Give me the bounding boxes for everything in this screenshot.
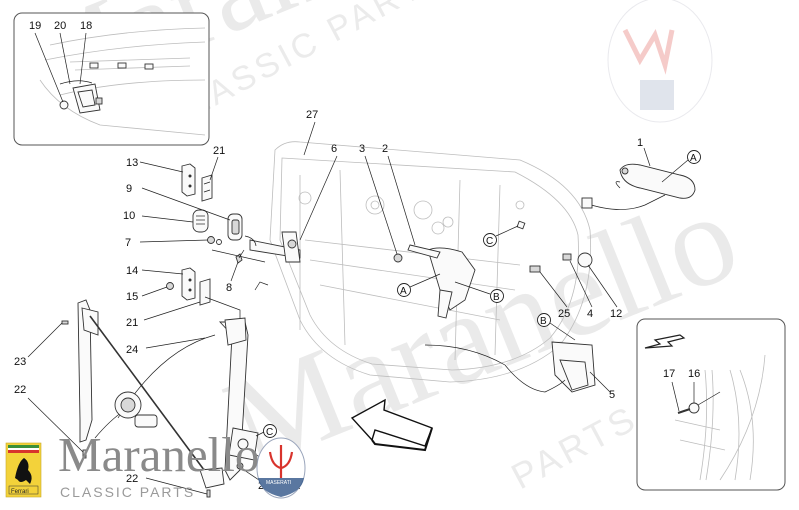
- callout-18: 18: [80, 20, 92, 32]
- ref-marker-a-lock: A: [397, 283, 411, 297]
- maranello-logo: Maranello: [58, 427, 260, 482]
- callout-21-bottom: 21: [126, 317, 138, 329]
- callout-10: 10: [123, 210, 135, 222]
- leader-lines: [27, 121, 651, 495]
- ref-marker-b-lock: B: [490, 289, 504, 303]
- ref-marker-c-door: C: [483, 233, 497, 247]
- ferrari-badge-text: Ferrari: [11, 489, 29, 495]
- bracket-detail-inset: [636, 318, 786, 491]
- callout-16: 16: [688, 368, 700, 380]
- callout-17: 17: [663, 368, 675, 380]
- window-regulator: [61, 299, 259, 498]
- door-lock-latch: [393, 244, 541, 319]
- ref-marker-b-actuator: B: [537, 313, 551, 327]
- callout-27: 27: [306, 109, 318, 121]
- callout-22-bottom: 22: [126, 473, 138, 485]
- callout-22-left: 22: [14, 384, 26, 396]
- callout-7: 7: [125, 237, 131, 249]
- lock-actuator: [424, 341, 596, 393]
- ref-marker-c-regulator: C: [263, 424, 277, 438]
- callout-20: 20: [54, 20, 66, 32]
- callout-3: 3: [359, 143, 365, 155]
- ferrari-badge: Ferrari: [5, 442, 42, 498]
- callout-6: 6: [331, 143, 337, 155]
- callout-8: 8: [226, 282, 232, 294]
- callout-1: 1: [637, 137, 643, 149]
- callout-14: 14: [126, 265, 138, 277]
- callout-2: 2: [382, 143, 388, 155]
- outside-door-handle: [581, 163, 696, 210]
- callout-4: 4: [587, 308, 593, 320]
- callout-23: 23: [14, 356, 26, 368]
- svg-text:C: C: [486, 236, 493, 247]
- svg-text:B: B: [540, 316, 547, 327]
- ref-marker-a-handle: A: [687, 150, 701, 164]
- callout-24: 24: [126, 344, 138, 356]
- callout-15: 15: [126, 291, 138, 303]
- striker-parts: [562, 252, 593, 268]
- callout-9: 9: [126, 183, 132, 195]
- maserati-badge: MASERATI: [256, 437, 306, 499]
- callout-19: 19: [29, 20, 41, 32]
- svg-text:C: C: [266, 427, 273, 438]
- classic-parts-logo-subtitle: CLASSIC PARTS: [60, 484, 196, 500]
- maserati-badge-text: MASERATI: [266, 480, 291, 486]
- reference-markers: A A B B C C: [255, 150, 701, 438]
- svg-text:B: B: [493, 292, 500, 303]
- watermark-maserati-badge: [607, 0, 713, 123]
- watermark-parts-bottom: PARTS: [505, 397, 645, 497]
- svg-text:A: A: [690, 153, 697, 164]
- direction-arrow: [350, 398, 433, 452]
- hinge-parts: [166, 163, 301, 330]
- handle-detail-inset: [13, 12, 210, 146]
- callout-5: 5: [609, 389, 615, 401]
- callout-13: 13: [126, 157, 138, 169]
- callout-25: 25: [558, 308, 570, 320]
- callout-12: 12: [610, 308, 622, 320]
- callout-labels: 1 2 3 4 5 6 7 8 9 10 11 12 13 14 15 16 1…: [14, 20, 700, 492]
- callout-21-top: 21: [213, 145, 225, 157]
- svg-text:A: A: [400, 286, 407, 297]
